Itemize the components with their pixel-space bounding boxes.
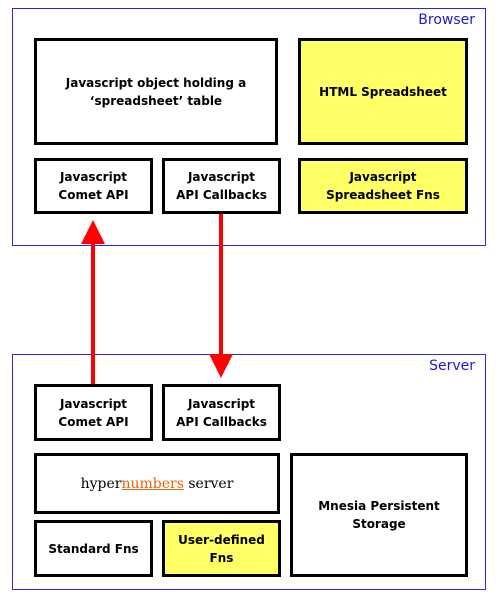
server-api-callbacks-label: Javascript API Callbacks xyxy=(176,396,267,429)
mnesia-storage-box: Mnesia Persistent Storage xyxy=(290,453,468,577)
browser-title: Browser xyxy=(418,12,475,28)
user-defined-fns-label: User-defined Fns xyxy=(178,532,265,565)
html-spreadsheet-label: HTML Spreadsheet xyxy=(319,84,447,99)
browser-api-callbacks-box: Javascript API Callbacks xyxy=(162,158,281,214)
hypernumbers-server-box: hypernumbers server xyxy=(34,453,280,514)
browser-comet-api-label: Javascript Comet API xyxy=(58,170,129,202)
hypernumbers-server-suffix: server xyxy=(183,475,234,492)
spreadsheet-fns-label: Javascript Spreadsheet Fns xyxy=(326,170,440,202)
server-comet-api-label: Javascript Comet API xyxy=(58,396,129,429)
hypernumbers-logo-numbers: numbers xyxy=(121,475,184,492)
js-object-box: Javascript object holding a ‘spreadsheet… xyxy=(34,38,278,145)
js-object-label: Javascript object holding a ‘spreadsheet… xyxy=(65,75,247,108)
html-spreadsheet-box: HTML Spreadsheet xyxy=(298,38,468,145)
hypernumbers-server-label: hypernumbers server xyxy=(81,475,234,493)
server-comet-api-box: Javascript Comet API xyxy=(34,384,153,441)
server-api-callbacks-box: Javascript API Callbacks xyxy=(162,384,281,441)
spreadsheet-fns-box: Javascript Spreadsheet Fns xyxy=(298,158,468,214)
user-defined-fns-box: User-defined Fns xyxy=(162,520,281,577)
hypernumbers-logo-hyper: hyper xyxy=(80,475,122,492)
server-title: Server xyxy=(429,358,475,374)
mnesia-storage-label: Mnesia Persistent Storage xyxy=(318,499,440,531)
browser-comet-api-box: Javascript Comet API xyxy=(34,158,153,214)
standard-fns-box: Standard Fns xyxy=(34,520,153,577)
browser-api-callbacks-label: Javascript API Callbacks xyxy=(176,170,267,202)
standard-fns-label: Standard Fns xyxy=(48,541,139,556)
